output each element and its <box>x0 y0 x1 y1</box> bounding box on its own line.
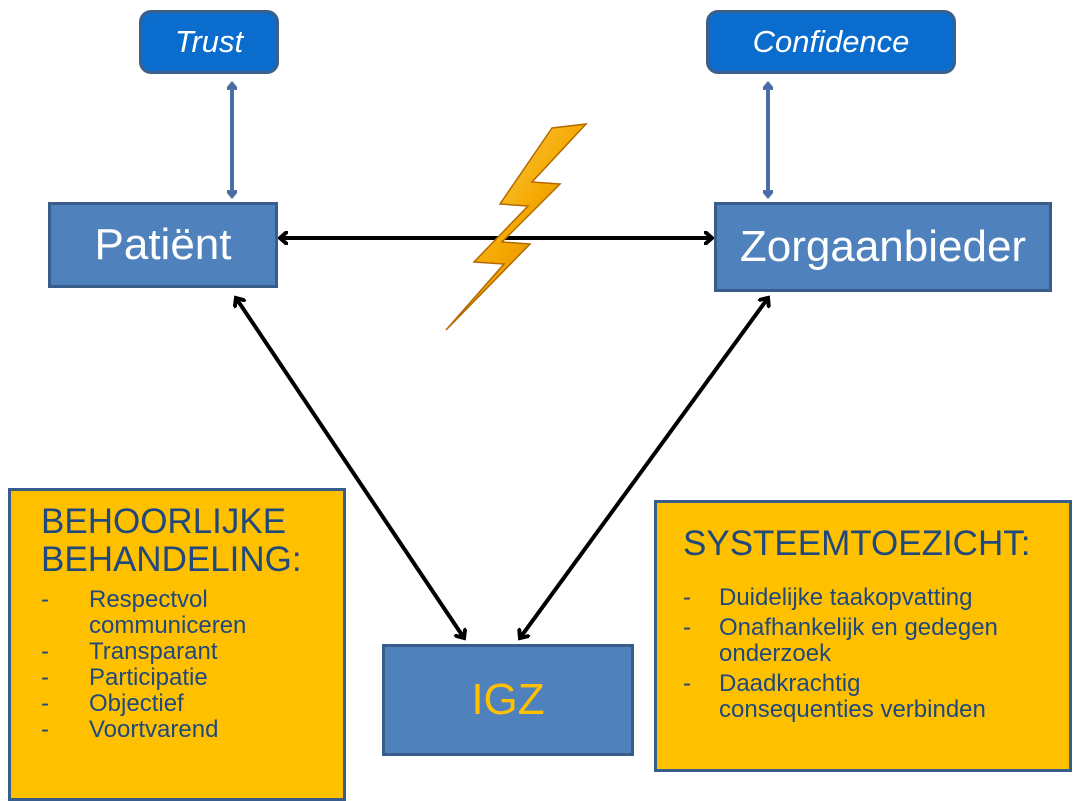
confidence-text: Confidence <box>752 24 910 59</box>
bullet-dash: - <box>41 664 49 691</box>
list-item-line: communiceren <box>89 612 247 639</box>
list-item: - Participatie <box>41 665 343 691</box>
bullet-dash: - <box>683 614 691 641</box>
lightning-bolt-icon <box>445 123 588 331</box>
list-item-line: Voortvarend <box>89 716 219 743</box>
list-item-line: consequenties verbinden <box>719 696 986 723</box>
behandeling-box: BEHOORLIJKE BEHANDELING: - Respectvol co… <box>8 488 346 801</box>
list-item-line: Daadkrachtig <box>719 670 861 697</box>
behandeling-title-line1: BEHOORLIJKE <box>41 502 287 541</box>
igz-node: IGZ <box>382 644 634 756</box>
confidence-label: Confidence <box>706 10 956 74</box>
list-item: - Transparant <box>41 639 343 665</box>
bullet-dash: - <box>41 638 49 665</box>
behandeling-list: - Respectvol communiceren - Transparant … <box>41 587 343 743</box>
list-item: - Objectief <box>41 691 343 717</box>
behandeling-title-line2: BEHANDELING: <box>41 540 302 579</box>
list-item: - Daadkrachtig consequenties verbinden <box>683 671 1069 723</box>
provider-igz-arrow <box>520 298 768 638</box>
systeemtoezicht-box: SYSTEEMTOEZICHT: - Duidelijke taakopvatt… <box>654 500 1072 772</box>
patient-igz-arrow <box>236 298 464 638</box>
list-item: - Voortvarend <box>41 717 343 743</box>
igz-text: IGZ <box>471 675 545 724</box>
trust-label: Trust <box>139 10 279 74</box>
bullet-dash: - <box>41 690 49 717</box>
patient-node: Patiënt <box>48 202 278 288</box>
bullet-dash: - <box>683 584 691 611</box>
list-item: - Respectvol communiceren <box>41 587 343 639</box>
list-item-line: Onafhankelijk en gedegen <box>719 614 998 641</box>
list-item-line: Objectief <box>89 690 184 717</box>
systeemtoezicht-title: SYSTEEMTOEZICHT: <box>683 524 1031 563</box>
trust-text: Trust <box>174 24 244 59</box>
list-item: - Duidelijke taakopvatting <box>683 585 1069 611</box>
systeemtoezicht-list: - Duidelijke taakopvatting - Onafhankeli… <box>683 585 1069 723</box>
list-item: - Onafhankelijk en gedegen onderzoek <box>683 615 1069 667</box>
patient-text: Patiënt <box>94 220 232 269</box>
list-item-line: Transparant <box>89 638 218 665</box>
bullet-dash: - <box>41 586 49 613</box>
bullet-dash: - <box>683 670 691 697</box>
bullet-dash: - <box>41 716 49 743</box>
provider-node: Zorgaanbieder <box>714 202 1052 292</box>
list-item-line: onderzoek <box>719 640 832 667</box>
list-item-line: Participatie <box>89 664 208 691</box>
list-item-line: Respectvol <box>89 586 208 613</box>
list-item-line: Duidelijke taakopvatting <box>719 584 973 611</box>
provider-text: Zorgaanbieder <box>739 222 1027 271</box>
